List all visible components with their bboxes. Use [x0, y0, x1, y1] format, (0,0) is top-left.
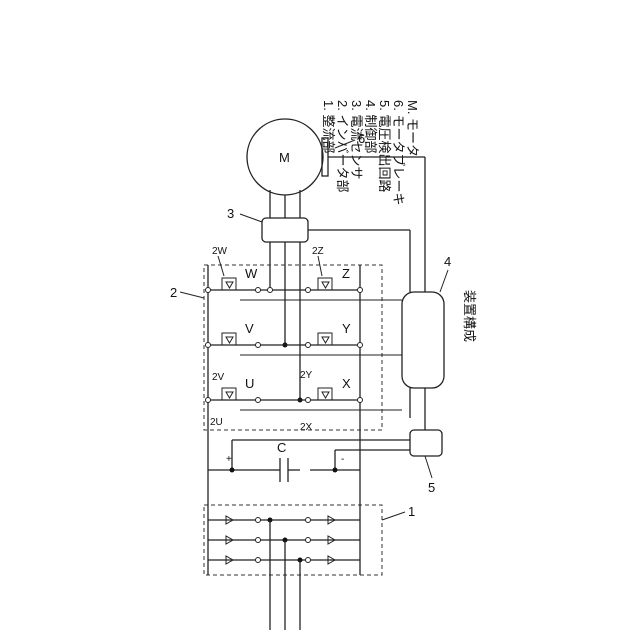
ref-2: 2: [170, 285, 177, 300]
legend-item-m: M. モータ: [405, 100, 420, 157]
gate-lines: [240, 300, 402, 410]
legend: 1. 整流部 2. インバータ部 3. 電流センサ 4. 制御部 5. 電圧検出…: [321, 100, 420, 205]
ref-6: 6: [358, 131, 365, 146]
ref-2y: 2Y: [300, 370, 313, 381]
legend-item-2: 2. インバータ部: [335, 100, 350, 192]
legend-item-6: 6. モータブレーキ: [391, 100, 406, 205]
switch-label-z: Z: [342, 266, 350, 281]
dc-link: + - C: [208, 440, 360, 484]
ref-2x: 2X: [300, 422, 313, 433]
motor-label: M: [279, 150, 290, 165]
minus-sign: -: [341, 454, 344, 465]
legend-item-4: 4. 制御部: [363, 100, 378, 153]
switch-label-y: Y: [342, 321, 351, 336]
legend-item-5: 5. 電圧検出回路: [377, 100, 392, 192]
ref-4: 4: [444, 254, 451, 269]
plus-sign: +: [226, 454, 232, 465]
switch-x: X: [318, 376, 351, 400]
capacitor-label: C: [277, 440, 286, 455]
switch-v: V: [222, 321, 254, 345]
ref-2z: 2Z: [312, 246, 324, 257]
switch-label-x: X: [342, 376, 351, 391]
switch-y: Y: [318, 321, 351, 345]
inverter: 2 W V U Z: [170, 246, 382, 470]
switch-label-v: V: [245, 321, 254, 336]
ref-2u: 2U: [210, 417, 223, 428]
motor-phase-lines: [270, 190, 300, 218]
phase-wires: [270, 242, 303, 403]
ref-2w: 2W: [212, 246, 228, 257]
ac-input-lines: [270, 520, 300, 630]
ref-1: 1: [408, 504, 415, 519]
current-sensor-box: [262, 218, 308, 242]
switch-label-w: W: [245, 266, 258, 281]
switch-u: U: [222, 376, 254, 400]
rectifier: 1: [204, 470, 415, 575]
switch-label-u: U: [245, 376, 254, 391]
figure-title: 装置構成: [462, 290, 477, 342]
ref-2v: 2V: [212, 372, 225, 383]
ref-3: 3: [227, 206, 234, 221]
voltage-detector: 5: [232, 430, 442, 495]
ref-5: 5: [428, 480, 435, 495]
controller-box: [402, 292, 444, 388]
switch-z: Z: [318, 266, 350, 290]
voltage-detector-box: [410, 430, 442, 456]
switch-w: W: [222, 266, 258, 290]
